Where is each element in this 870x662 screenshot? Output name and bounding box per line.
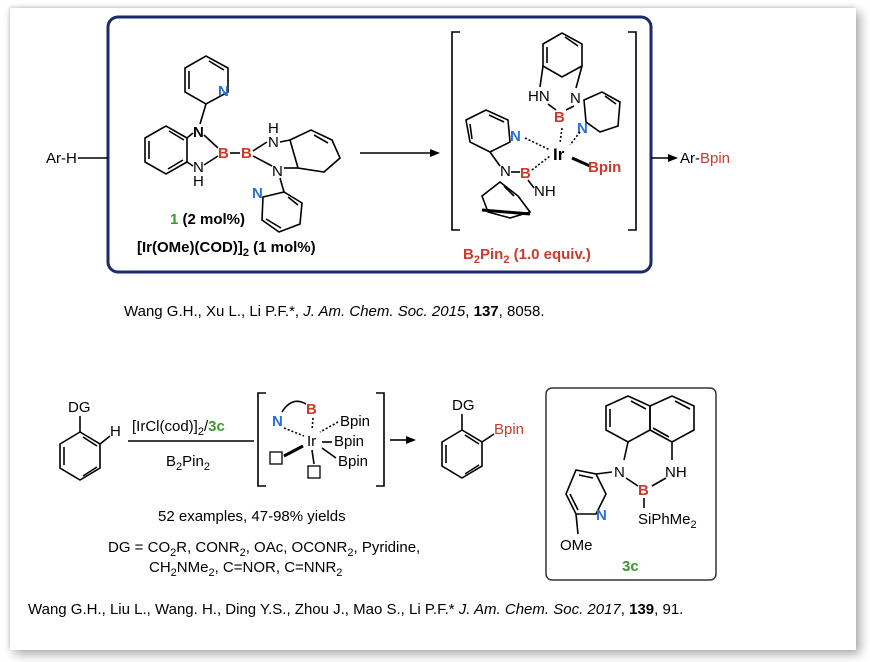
ir-intermediate-2: N B Bpin Ir Bpin Bpin (257, 392, 385, 487)
int-ir: Ir (307, 433, 316, 450)
product-1: Ar-Bpin (680, 150, 730, 167)
ligand-n1: N (614, 464, 625, 481)
catalyst-1-structure: N N H N B B H N N N (144, 55, 341, 233)
h-label: H (110, 423, 121, 440)
naph-ring-left (605, 395, 651, 443)
catalyst-label: 1 (2 mol%) (170, 211, 245, 228)
int-n: N (272, 413, 283, 430)
top-benzo (542, 32, 583, 78)
dg-label: DG (68, 399, 91, 416)
reactant-label: Ar-H (46, 150, 77, 167)
bracket-left (451, 31, 460, 231)
nh-left-bottom: H (193, 173, 204, 190)
int-bpin-1: Bpin (340, 413, 370, 430)
ligand-3c-label: 3c (622, 558, 639, 575)
boron-bottom: B (520, 165, 531, 182)
pyridine-n-bottom: N (252, 185, 263, 202)
catalyst-frame (106, 15, 653, 274)
nh-right-top-n: N (268, 134, 279, 151)
bpin-on-ir: Bpin (588, 159, 621, 176)
iridium-1: Ir (553, 145, 565, 164)
ir-precursor-label: [Ir(OMe)(COD)]2 (1 mol%) (137, 239, 316, 259)
boron-top: B (554, 109, 565, 126)
ligand-ome: OMe (560, 537, 593, 554)
figure-sheet (10, 8, 856, 650)
int-bpin-2: Bpin (334, 433, 364, 450)
boron-2: B (241, 145, 252, 162)
dg-list-line-1: DG = CO2R, CONR2, OAc, OCONR2, Pyridine, (108, 539, 420, 559)
n-right-bottom: N (272, 163, 283, 180)
n-top: N (570, 90, 581, 107)
int-b: B (306, 401, 317, 418)
ligand-pyridine (565, 469, 607, 515)
product-arene: DG Bpin (441, 397, 524, 479)
conditions-top: [IrCl(cod)]2/3c (132, 418, 225, 438)
boron-1: B (218, 145, 229, 162)
ir-intermediate-1: HN N B N Ir Bpin N N B NH (451, 31, 637, 231)
n-left-top: N (193, 124, 204, 141)
substrate-arene: DG H (59, 399, 121, 481)
ligand-3c-structure: N NH B SiPhMe2 N OMe (560, 395, 697, 554)
ligand-3c-frame (545, 387, 717, 581)
nh-right-top-h: H (268, 120, 279, 137)
naph-ring-right (649, 395, 695, 443)
right-pyridine (583, 91, 621, 133)
pyridine-ring-bottom (261, 191, 303, 233)
product-dg: DG (452, 397, 475, 414)
pyridine-n-right: N (577, 120, 588, 137)
hn-top: HN (528, 88, 550, 105)
ligand-pyridine-n: N (596, 507, 607, 524)
ligand-b: B (638, 482, 649, 499)
substrate-ring (59, 431, 101, 481)
b2pin2-equiv: B2Pin2 (1.0 equiv.) (463, 246, 591, 266)
bracket2-left (257, 392, 266, 487)
pyridine-n: N (218, 83, 229, 100)
conditions-bottom: B2Pin2 (166, 453, 210, 473)
int-bpin-3: Bpin (338, 453, 368, 470)
reference-2: Wang G.H., Liu L., Wang. H., Ding Y.S., … (28, 601, 683, 618)
n-left-bottom: N (193, 159, 204, 176)
nh-bottom: NH (534, 183, 556, 200)
benzo-ring-left (144, 125, 188, 175)
pyridine-ring (184, 55, 229, 105)
ligand-si: SiPhMe2 (638, 511, 697, 531)
vacant-site-2 (307, 465, 321, 479)
n-bottom: N (500, 163, 511, 180)
dg-list-line-2: CH2NMe2, C=NOR, C=NNR2 (149, 559, 342, 579)
product-ring (441, 429, 483, 479)
ligand-nh: NH (665, 464, 687, 481)
bracket2-right (376, 392, 385, 487)
vacant-site-1 (269, 451, 283, 465)
product-bpin: Bpin (494, 421, 524, 438)
bracket-right (628, 31, 637, 231)
left-pyridine (465, 109, 511, 153)
examples-text: 52 examples, 47-98% yields (158, 508, 346, 525)
reference-1: Wang G.H., Xu L., Li P.F.*, J. Am. Chem.… (124, 303, 545, 320)
pyridine-n-left: N (510, 128, 521, 145)
